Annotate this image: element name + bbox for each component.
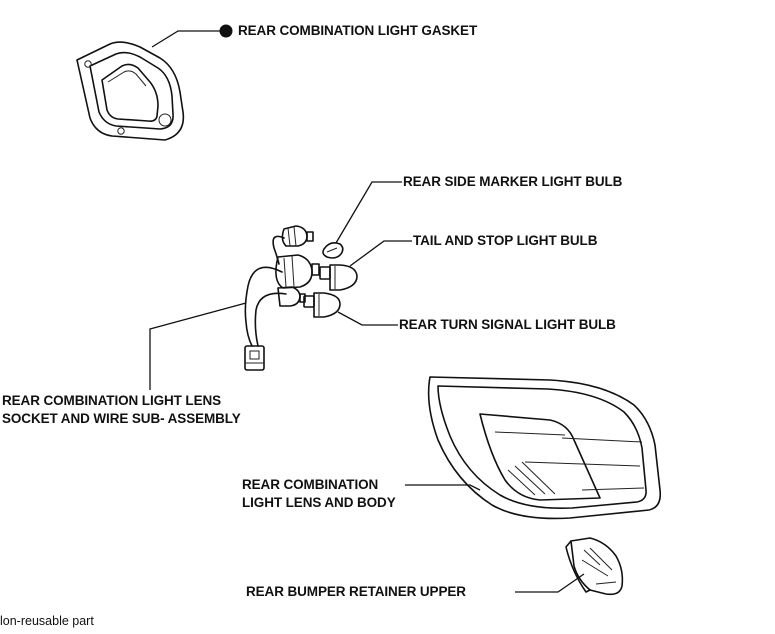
gasket-label: REAR COMBINATION LIGHT GASKET (238, 23, 478, 38)
socket-wire-label-line2: SOCKET AND WIRE SUB- ASSEMBLY (2, 411, 241, 426)
tail-stop-leader (349, 240, 412, 267)
lens-body-label-line2: LIGHT LENS AND BODY (242, 495, 396, 510)
side-marker-leader (335, 181, 402, 244)
side-marker-bulb-label: REAR SIDE MARKER LIGHT BULB (403, 174, 623, 189)
lens-body-leader (405, 484, 481, 491)
turn-signal-bulb-label: REAR TURN SIGNAL LIGHT BULB (399, 317, 616, 332)
gasket-part (76, 41, 185, 141)
lens-body-label-line1: REAR COMBINATION (242, 477, 379, 492)
bumper-retainer-label: REAR BUMPER RETAINER UPPER (246, 584, 466, 599)
lens-body-part (427, 376, 662, 520)
gasket-leader (151, 30, 222, 48)
socket-wire-leader (149, 302, 247, 390)
socket-wire-part (244, 225, 320, 371)
non-reusable-dot (219, 24, 233, 38)
bumper-retainer-leader (515, 573, 585, 593)
tail-stop-bulb-part (319, 264, 358, 291)
bumper-retainer-part (565, 537, 624, 596)
turn-signal-leader (337, 311, 398, 326)
turn-signal-bulb-part (303, 292, 341, 318)
tail-stop-bulb-label: TAIL AND STOP LIGHT BULB (413, 233, 598, 248)
legend-non-reusable: lon-reusable part (0, 614, 94, 628)
side-marker-bulb-part (322, 242, 344, 259)
socket-wire-label-line1: REAR COMBINATION LIGHT LENS (2, 393, 222, 408)
